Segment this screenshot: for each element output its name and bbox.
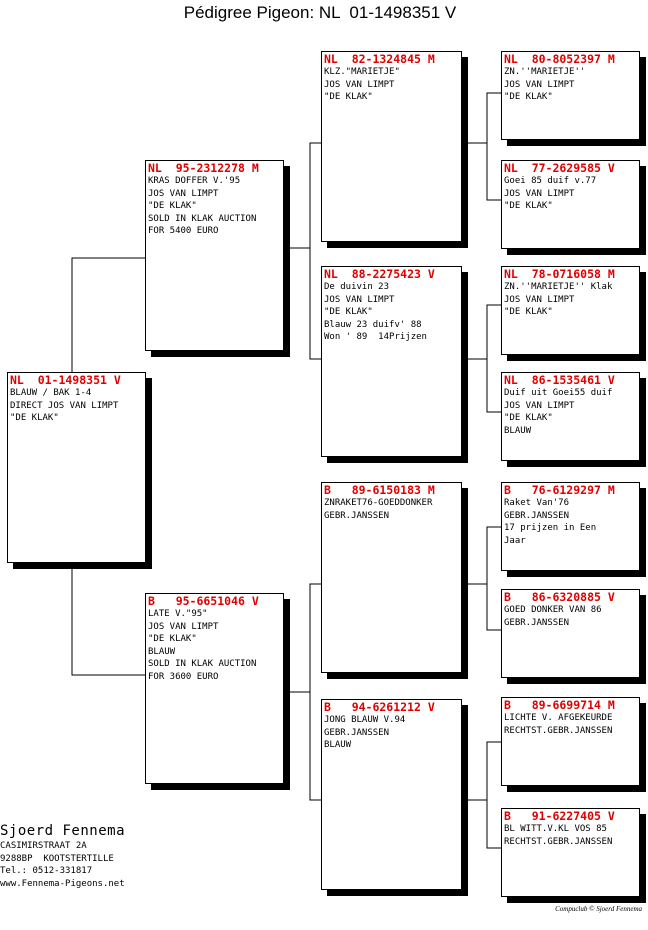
- info-line: "DE KLAK": [504, 307, 553, 317]
- ring-number: NL 78-0716058 M: [504, 267, 615, 281]
- info-line: De duivin 23: [324, 282, 390, 292]
- ring-number: NL 86-1535461 V: [504, 373, 615, 387]
- ring-number: B 86-6320885 V: [504, 590, 615, 604]
- info-line: SOLD IN KLAK AUCTION: [148, 213, 257, 224]
- pigeon-card-dam[interactable]: B 95-6651046 V LATE V."95" JOS VAN LIMPT…: [145, 593, 284, 784]
- pigeon-card-dam-dam[interactable]: B 94-6261212 V JONG BLAUW V.94 GEBR.JANS…: [321, 699, 462, 890]
- info-line: GEBR.JANSSEN: [324, 727, 390, 738]
- ring-number: B 89-6150183 M: [324, 483, 435, 497]
- pigeon-card-sire-sire[interactable]: NL 82-1324845 M KLZ."MARIETJE" JOS VAN L…: [321, 51, 462, 242]
- info-line: BL WITT.V.KL VOS 85: [504, 824, 607, 834]
- breeder-address: CASIMIRSTRAAT 2A: [0, 841, 87, 851]
- pigeon-card-ss-sire[interactable]: NL 80-8052397 M ZN.''MARIETJE'' JOS VAN …: [501, 51, 640, 140]
- info-line: 17 prijzen in Een: [504, 523, 597, 533]
- info-line: Won ' 89 14Prijzen: [324, 332, 427, 342]
- info-line: KLZ."MARIETJE": [324, 67, 400, 77]
- info-line: FOR 3600 EURO: [148, 671, 219, 682]
- breeder-postcode-city: 9288BP KOOTSTERTILLE: [0, 853, 114, 864]
- info-line: KRAS DOFFER V.'95: [148, 176, 241, 186]
- info-line: GEBR.JANSSEN: [504, 510, 570, 521]
- pigeon-card-dd-dam[interactable]: B 91-6227405 V BL WITT.V.KL VOS 85 RECHT…: [501, 808, 640, 897]
- info-line: SOLD IN KLAK AUCTION: [148, 659, 257, 669]
- info-line: GOED DONKER VAN 86: [504, 605, 602, 615]
- info-line: Jaar: [504, 535, 526, 546]
- ring-number: B 91-6227405 V: [504, 809, 615, 823]
- info-line: "DE KLAK": [504, 413, 553, 423]
- info-line: LATE V."95": [148, 609, 208, 619]
- pigeon-card-sd-sire[interactable]: NL 78-0716058 M ZN.''MARIETJE'' Klak JOS…: [501, 266, 640, 355]
- ring-number: B 94-6261212 V: [324, 700, 435, 714]
- info-line: JOS VAN LIMPT: [504, 188, 575, 199]
- info-line: Raket Van'76: [504, 498, 570, 508]
- info-line: "DE KLAK": [148, 201, 197, 211]
- info-line: JOS VAN LIMPT: [148, 621, 219, 632]
- ring-number: NL 82-1324845 M: [324, 52, 435, 66]
- info-line: JONG BLAUW V.94: [324, 715, 406, 725]
- info-line: ZNRAKET76-GOEDDONKER: [324, 498, 433, 508]
- info-line: FOR 5400 EURO: [148, 226, 219, 236]
- info-line: JOS VAN LIMPT: [324, 294, 395, 305]
- info-line: RECHTST.GEBR.JANSSEN: [504, 836, 613, 847]
- ring-number: NL 01-1498351 V: [10, 373, 121, 387]
- info-line: Duif uit Goei55 duif: [504, 388, 613, 398]
- pigeon-card-subject[interactable]: NL 01-1498351 V BLAUW / BAK 1-4 DIRECT J…: [7, 372, 146, 563]
- info-line: LICHTE V. AFGEKEURDE: [504, 713, 613, 723]
- info-line: DIRECT JOS VAN LIMPT: [10, 400, 119, 411]
- breeder-info: Sjoerd Fennema CASIMIRSTRAAT 2A 9288BP K…: [0, 822, 125, 890]
- info-line: ZN.''MARIETJE'' Klak: [504, 282, 613, 292]
- breeder-name: Sjoerd Fennema: [0, 823, 126, 839]
- info-line: BLAUW: [504, 425, 532, 436]
- info-line: "DE KLAK": [148, 634, 197, 644]
- ring-number: NL 77-2629585 V: [504, 161, 615, 175]
- pigeon-card-ss-dam[interactable]: NL 77-2629585 V Goei 85 duif v.77 JOS VA…: [501, 160, 640, 249]
- pigeon-card-ds-sire[interactable]: B 76-6129297 M Raket Van'76 GEBR.JANSSEN…: [501, 482, 640, 571]
- info-line: "DE KLAK": [504, 92, 553, 102]
- info-line: JOS VAN LIMPT: [504, 79, 575, 90]
- info-line: ZN.''MARIETJE'': [504, 67, 586, 77]
- pigeon-card-sire[interactable]: NL 95-2312278 M KRAS DOFFER V.'95 JOS VA…: [145, 160, 284, 351]
- info-line: JOS VAN LIMPT: [148, 188, 219, 199]
- info-line: BLAUW: [324, 740, 352, 750]
- breeder-website-link[interactable]: www.Fennema-Pigeons.net: [0, 878, 125, 889]
- ring-number: NL 95-2312278 M: [148, 161, 259, 175]
- info-line: RECHTST.GEBR.JANSSEN: [504, 725, 613, 736]
- info-line: JOS VAN LIMPT: [324, 79, 395, 90]
- pigeon-card-dam-sire[interactable]: B 89-6150183 M ZNRAKET76-GOEDDONKER GEBR…: [321, 482, 462, 673]
- pigeon-card-dd-sire[interactable]: B 89-6699714 M LICHTE V. AFGEKEURDE RECH…: [501, 697, 640, 786]
- pigeon-card-ds-dam[interactable]: B 86-6320885 V GOED DONKER VAN 86 GEBR.J…: [501, 589, 640, 678]
- info-line: JOS VAN LIMPT: [504, 400, 575, 411]
- info-line: "DE KLAK": [10, 413, 59, 423]
- pigeon-card-sd-dam[interactable]: NL 86-1535461 V Duif uit Goei55 duif JOS…: [501, 372, 640, 461]
- info-line: BLAUW: [148, 646, 176, 657]
- ring-number: B 95-6651046 V: [148, 594, 259, 608]
- info-line: Blauw 23 duifv' 88: [324, 319, 422, 330]
- software-credit: Compuclub © Sjoerd Fennema: [555, 905, 642, 913]
- info-line: BLAUW / BAK 1-4: [10, 388, 92, 398]
- ring-number: NL 88-2275423 V: [324, 267, 435, 281]
- info-line: GEBR.JANSSEN: [324, 510, 390, 521]
- info-line: "DE KLAK": [324, 307, 373, 317]
- breeder-phone: Tel.: 0512-331817: [0, 866, 93, 876]
- pigeon-card-sire-dam[interactable]: NL 88-2275423 V De duivin 23 JOS VAN LIM…: [321, 266, 462, 457]
- page-title: Pédigree Pigeon: NL 01-1498351 V: [183, 3, 457, 22]
- ring-number: B 76-6129297 M: [504, 483, 615, 497]
- ring-number: NL 80-8052397 M: [504, 52, 615, 66]
- info-line: Goei 85 duif v.77: [504, 176, 597, 186]
- info-line: "DE KLAK": [324, 92, 373, 102]
- info-line: JOS VAN LIMPT: [504, 294, 575, 305]
- info-line: "DE KLAK": [504, 201, 553, 211]
- info-line: GEBR.JANSSEN: [504, 617, 570, 628]
- ring-number: B 89-6699714 M: [504, 698, 615, 712]
